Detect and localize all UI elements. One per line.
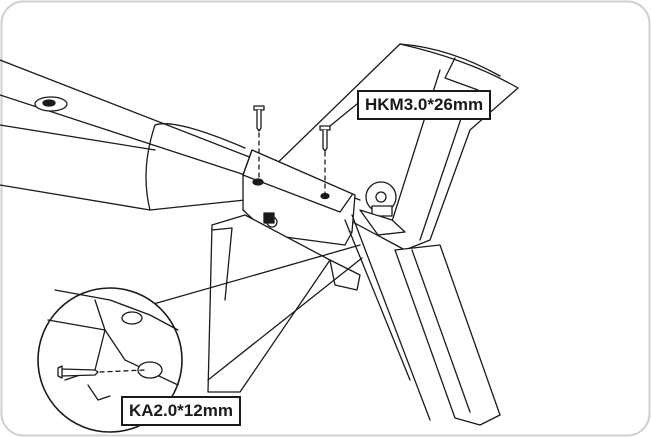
screw-left-head: [253, 105, 265, 111]
bracket-face: [242, 149, 353, 213]
screw-label-ka: KA2.0*12mm: [121, 396, 241, 426]
fuselage-joint: [145, 123, 246, 211]
magnifier-line-lower: [207, 257, 363, 381]
control-horn: [329, 259, 361, 291]
stabilizer-shade: [211, 227, 233, 301]
detail-screw-guide: [99, 369, 146, 373]
bracket-nut-head: [263, 212, 275, 224]
lower-fin-edge: [411, 249, 471, 413]
detail-clip: [87, 384, 111, 401]
tail-wheel-hub: [375, 191, 387, 203]
screw-right-head: [319, 125, 331, 131]
detail-screw: [57, 365, 99, 379]
fuselage-panel-line: [0, 124, 156, 151]
label-top-leader: [329, 103, 358, 127]
screw-right-shank: [322, 129, 328, 152]
fin-leading-edge: [399, 43, 501, 77]
horizontal-stabilizer: [207, 214, 331, 393]
detail-panel-upper: [54, 289, 179, 331]
fin-inner-edge: [444, 57, 479, 91]
screw-label-hkm: HKM3.0*26mm: [357, 90, 492, 120]
detail-hole-upper: [121, 311, 143, 325]
lower-fin: [394, 244, 501, 426]
fuselage-hole-inner: [42, 99, 56, 107]
bracket-hole-left: [252, 178, 264, 186]
detail-hole-lower: [137, 361, 163, 379]
tail-wheel-axle: [359, 209, 406, 236]
tail-wheel-strut: [371, 205, 393, 217]
magnifier-line-upper: [149, 244, 361, 306]
screw-left-shank: [256, 109, 262, 132]
control-rod-2: [351, 214, 431, 421]
